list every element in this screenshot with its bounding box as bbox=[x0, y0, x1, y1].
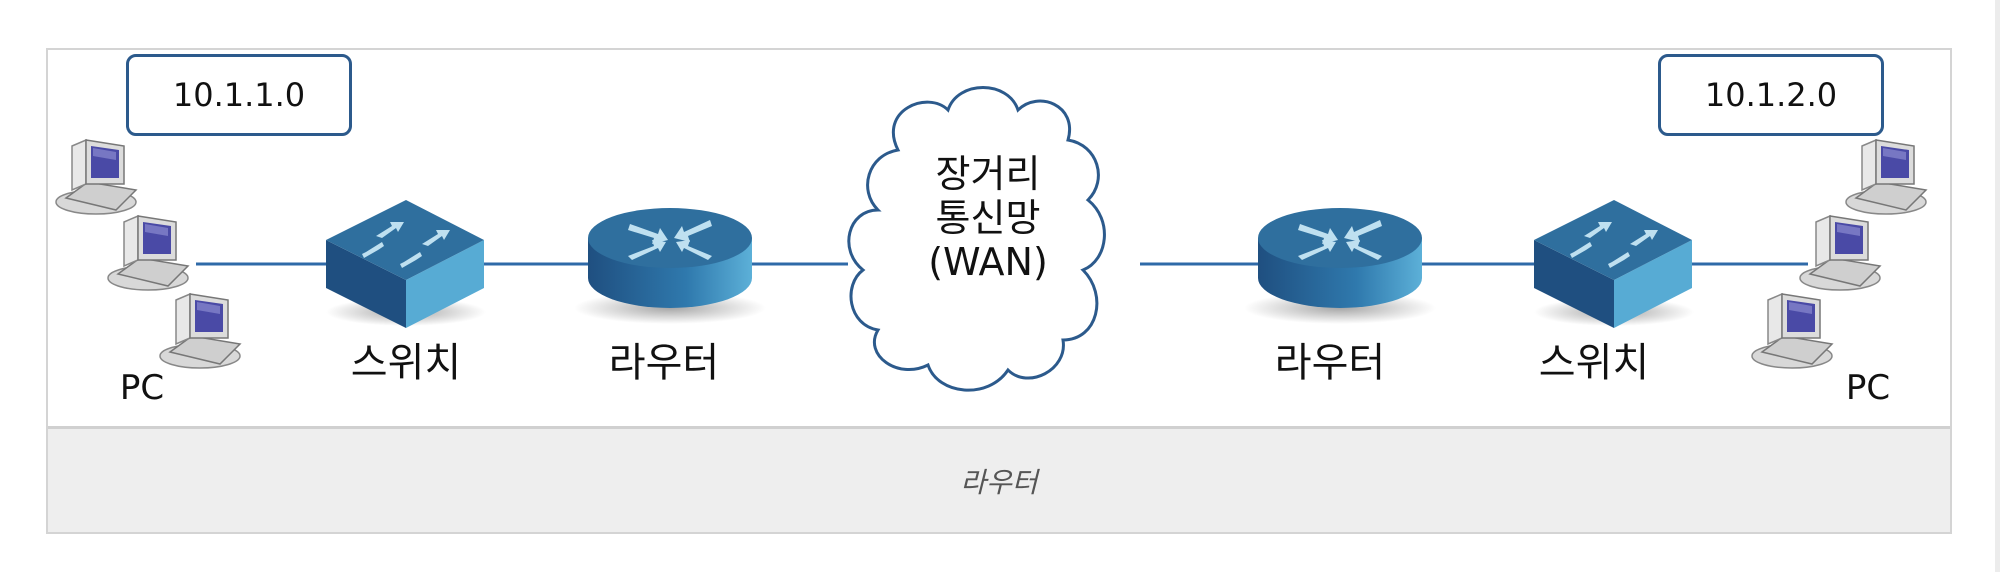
switch-icon-left bbox=[326, 200, 486, 328]
wan-label-line-2: 통신망 bbox=[935, 196, 1041, 240]
pc-label-right: PC bbox=[1845, 368, 1891, 408]
wan-label: 장거리 통신망 (WAN) bbox=[928, 152, 1048, 284]
router-icon-left bbox=[574, 208, 766, 324]
pc-icon-left-1 bbox=[55, 139, 137, 215]
router-icon-right bbox=[1244, 208, 1436, 324]
wan-label-line-1: 장거리 bbox=[935, 152, 1041, 196]
scrollbar[interactable] bbox=[1995, 0, 2000, 572]
network-label-right: 10.1.2.0 bbox=[1658, 54, 1884, 136]
wan-cloud-icon bbox=[847, 86, 1106, 392]
router-label-right: 라우터 bbox=[1274, 340, 1386, 386]
diagram-graphics bbox=[55, 86, 1927, 392]
figure: 10.1.1.0 10.1.2.0 PC 스위치 라우터 장거리 통신망 (WA… bbox=[46, 48, 1952, 534]
pc-label-left: PC bbox=[119, 368, 165, 408]
pc-icon-right-1 bbox=[1845, 139, 1927, 215]
pc-icon-right-3 bbox=[1751, 293, 1833, 369]
caption-text: 라우터 bbox=[960, 465, 1038, 499]
pc-icon-left-2 bbox=[107, 215, 189, 291]
figure-caption: 라우터 bbox=[48, 426, 1950, 532]
network-diagram: 10.1.1.0 10.1.2.0 PC 스위치 라우터 장거리 통신망 (WA… bbox=[48, 50, 1950, 426]
pc-icon-left-3 bbox=[159, 293, 241, 369]
pc-icon-right-2 bbox=[1799, 215, 1881, 291]
switch-icon-right bbox=[1534, 200, 1694, 328]
router-label-left: 라우터 bbox=[608, 340, 720, 386]
switch-label-right: 스위치 bbox=[1538, 340, 1650, 386]
wan-label-line-3: (WAN) bbox=[928, 240, 1048, 284]
switch-label-left: 스위치 bbox=[350, 340, 462, 386]
network-label-left: 10.1.1.0 bbox=[126, 54, 352, 136]
